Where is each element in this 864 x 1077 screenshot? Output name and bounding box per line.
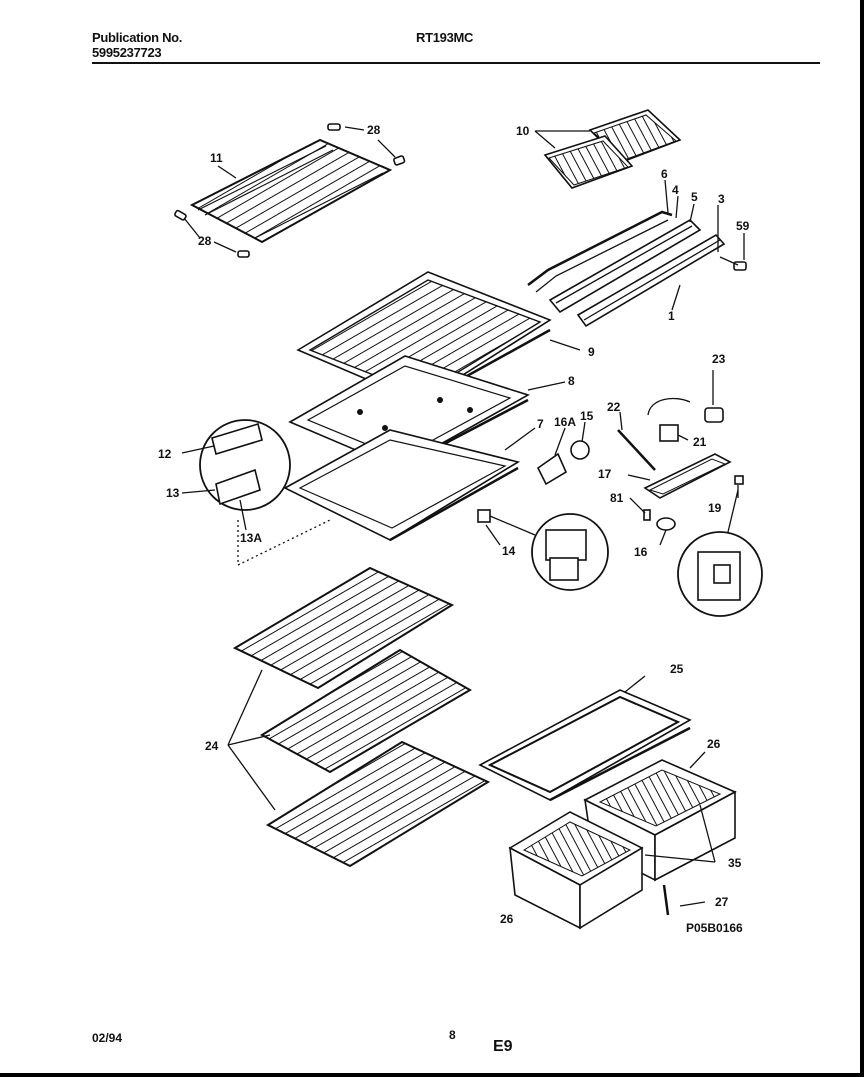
footer-section-code: E9 [493,1038,513,1055]
callout-16: 16 [634,545,648,559]
publication-label: Publication No. [92,30,183,45]
callout-81: 81 [610,491,624,505]
crisper-frame-25 [478,675,692,802]
control-components [617,370,763,617]
header-rule [92,62,820,64]
callout-6: 6 [661,167,668,181]
callout-15: 15 [580,409,594,423]
callout-26-right: 26 [707,737,721,751]
callout-3: 3 [718,192,725,206]
light-components [536,421,676,546]
callout-16A: 16A [554,415,576,429]
callout-8: 8 [568,374,575,388]
callout-7: 7 [537,417,544,431]
callout-13: 13 [166,486,180,500]
callout-10: 10 [516,124,530,138]
callout-11: 11 [210,151,223,165]
callout-13A: 13A [240,531,262,545]
wire-shelves-24 [227,566,491,868]
footer-date: 02/94 [92,1031,123,1045]
callout-28-top: 28 [367,123,381,137]
shelf-rails [527,179,747,328]
callout-14: 14 [502,544,516,558]
callout-59: 59 [736,219,750,233]
callout-35: 35 [728,856,742,870]
footer-page-number: 8 [449,1028,456,1042]
callout-26-left: 26 [500,912,514,926]
drawing-code: P05B0166 [686,921,743,935]
detail-circle-14 [477,509,609,591]
callout-28-bottom: 28 [198,234,212,248]
bottom-pan-7 [283,427,536,542]
callout-12: 12 [158,447,172,461]
page-border-right [860,0,864,1077]
callout-5: 5 [691,190,698,204]
callout-21: 21 [693,435,707,449]
callout-25: 25 [670,662,684,676]
callout-19: 19 [708,501,722,515]
model-number: RT193MC [416,30,474,45]
page-border-bottom [0,1073,864,1077]
publication-number: 5995237723 [92,45,162,60]
callout-22: 22 [607,400,621,414]
callout-1: 1 [668,309,675,323]
callout-27: 27 [715,895,729,909]
callout-23: 23 [712,352,726,366]
ice-trays-10 [534,109,682,189]
callout-24: 24 [205,739,219,753]
callout-4: 4 [672,183,679,197]
detail-circle-12-13 [181,419,331,566]
callout-9: 9 [588,345,595,359]
wire-shelf-11 [174,123,406,258]
crisper-drawers-26 [508,751,737,930]
callout-17: 17 [598,467,612,481]
